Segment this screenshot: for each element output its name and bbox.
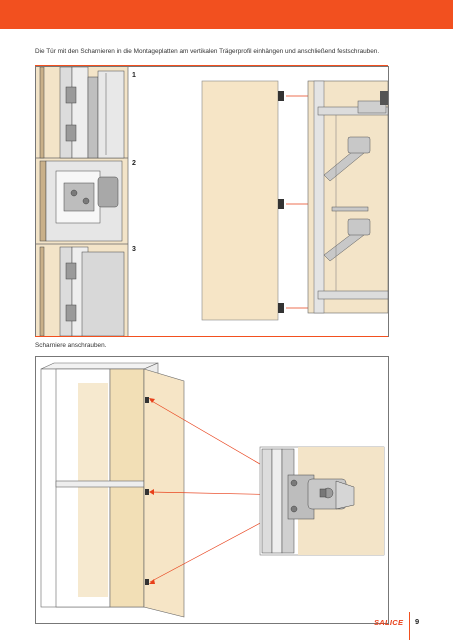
detail-3-assembled — [39, 246, 125, 336]
detail-2-plate — [39, 160, 123, 242]
mounting-arrows — [286, 95, 308, 309]
brand-area: SALICE — [374, 616, 409, 629]
top-clip — [380, 91, 388, 105]
cabinet-door — [143, 368, 185, 618]
mounting-illustration: 1 2 3 — [36, 67, 388, 336]
page-number: 9 — [415, 617, 420, 626]
hinge-zoom-detail — [259, 446, 385, 556]
pullout-mechanism — [323, 115, 371, 291]
screw-instruction: Scharniere anschrauben. — [35, 342, 107, 349]
mounting-figure: 1 2 3 — [35, 66, 389, 337]
door-hinges-small — [145, 397, 149, 585]
step-instruction: Die Tür mit den Scharnieren in die Monta… — [35, 48, 380, 55]
step-label-3: 3 — [132, 246, 136, 253]
footer-divider — [409, 612, 410, 640]
divider-rule — [35, 65, 388, 66]
step-label-1: 1 — [132, 72, 136, 79]
cabinet-body — [40, 362, 159, 608]
door-hinges — [278, 91, 284, 313]
divider-rule — [35, 336, 388, 337]
step-label-2: 2 — [132, 160, 136, 167]
screw-illustration — [40, 362, 385, 618]
salice-logo: SALICE — [374, 618, 404, 627]
detail-1-hinge — [39, 67, 125, 159]
screw-figure — [35, 356, 389, 624]
header-band — [0, 0, 453, 29]
door-panel — [201, 80, 279, 321]
